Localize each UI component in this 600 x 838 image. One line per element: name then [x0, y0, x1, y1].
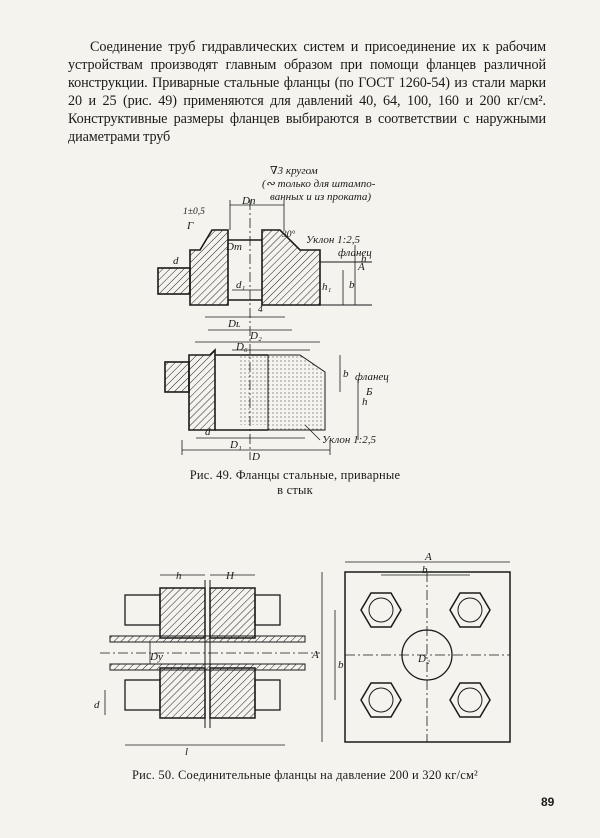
label-flange-b-1: фланец — [355, 371, 389, 383]
fig50-section-dimensions — [100, 574, 320, 746]
note-line-1: ∇3 кругом — [270, 165, 318, 177]
label-g: Г — [186, 220, 194, 232]
fig50-plan-view — [344, 571, 511, 743]
label-b-a: b — [349, 279, 355, 291]
label-h-a: h — [361, 253, 367, 265]
label-slope-2: Уклон 1:2,5 — [322, 434, 377, 446]
flange-b-section — [164, 348, 326, 431]
fig50-label-A-top: A — [424, 551, 432, 563]
fig50-label-d: d — [94, 699, 100, 711]
label-dm: Dт — [225, 241, 242, 253]
label-d-b: d — [205, 426, 211, 438]
fig50-label-b-side: b — [338, 659, 344, 671]
label-flange-b-2: Б — [365, 386, 373, 398]
fig50-label-l: l — [185, 746, 188, 758]
figure-50-caption: Рис. 50. Соединительные фланцы на давлен… — [131, 768, 479, 782]
body-paragraph: Соединение труб гидравлических систем и … — [68, 39, 546, 145]
note-line-3: ванных и из проката) — [270, 191, 371, 203]
note-line-2: (∾ только для штампо- — [262, 178, 376, 190]
label-D: D — [251, 451, 260, 463]
label-dl: Dʟ — [227, 318, 240, 330]
label-d1: d₁ — [236, 279, 246, 291]
figure-49-drawing: ∇3 кругом (∾ только для штампо- ванных и… — [157, 165, 389, 463]
label-t05: 1±0,5 — [183, 207, 205, 217]
label-d2: D₂ — [249, 330, 262, 342]
fig50-label-b-top: b — [422, 564, 428, 576]
label-flange-a-2: А — [357, 261, 365, 273]
fig50-label-h: h — [176, 570, 182, 582]
label-four: 4 — [258, 305, 263, 315]
figure-50-drawing: h H Dy d l A b A b D₂ — [94, 551, 511, 758]
fig50-plan-dimensions — [321, 561, 510, 742]
label-D1: D₁ — [229, 439, 242, 451]
fig50-label-A-side: A — [311, 649, 319, 661]
flange-a-section — [157, 229, 372, 306]
figure-49-caption-line-1: Рис. 49. Фланцы стальные, приварные — [189, 468, 401, 482]
label-30deg: 30° — [281, 229, 296, 240]
fig50-label-H: H — [225, 570, 235, 582]
figure-49-caption: Рис. 49. Фланцы стальные, приварные в ст… — [160, 468, 430, 498]
label-dn: Dп — [241, 195, 256, 207]
label-d6: D₆ — [235, 341, 248, 353]
label-b-b: b — [343, 368, 349, 380]
fig50-label-du: Dy — [149, 651, 163, 663]
label-flange-a-1: фланец — [338, 247, 372, 259]
fig50-section-view — [109, 580, 306, 728]
flange-b-dimensions — [181, 349, 359, 455]
figure-49-caption-line-2: в стык — [277, 483, 313, 497]
page-number: 89 — [541, 795, 555, 809]
label-d-small: d — [173, 255, 179, 267]
label-h-b: h — [362, 396, 368, 408]
fig50-label-d2: D₂ — [417, 653, 430, 665]
label-h1: h₁ — [322, 281, 332, 293]
label-slope-1: Уклон 1:2,5 — [306, 234, 361, 246]
